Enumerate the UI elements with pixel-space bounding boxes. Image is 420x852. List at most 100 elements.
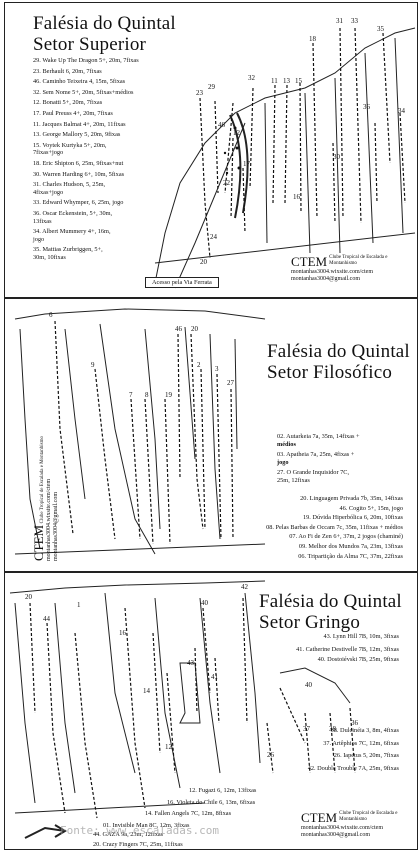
route-item: jogo xyxy=(33,235,45,243)
route-line-29 xyxy=(214,100,219,194)
route-label: 13 xyxy=(283,77,290,85)
route-label: 20 xyxy=(191,325,198,333)
route-line-2 xyxy=(200,368,206,530)
route-label: 27 xyxy=(227,379,234,387)
panel-setor-gringo: 20 44 1 16 40 42 43 41 14 12 40 26 37 38… xyxy=(4,572,418,850)
route-item: 32. Sem Nome 5+, 20m, 5fixas+médios xyxy=(33,88,134,96)
route-label: 14 xyxy=(143,687,150,695)
route-list-gringo-top: 43. Lynn Hill 7B, 10m, 3fixas 41. Cather… xyxy=(296,633,399,664)
route-item: 42. Double Trouble 7A, 25m, 9fixas xyxy=(307,764,399,772)
route-line-1 xyxy=(74,632,98,819)
route-label: 32 xyxy=(248,74,255,82)
route-item: 09. Melhor dos Mundos 7a, 23m, 13fixas xyxy=(298,542,403,550)
route-label: 46 xyxy=(218,121,225,129)
crack-line xyxy=(174,122,246,289)
title-line-1: Falésia do Quintal xyxy=(267,341,410,362)
route-line-15 xyxy=(299,82,302,214)
route-item: 34. Albert Mummery 4+, 16m, xyxy=(33,228,111,236)
route-item: 25m, 12fixas xyxy=(277,476,310,484)
route-label: 40 xyxy=(201,599,208,607)
route-label: 18 xyxy=(309,35,316,43)
route-label: 34 xyxy=(398,107,405,115)
route-label: 41 xyxy=(211,673,218,681)
route-item: 31. Charles Hudson, 5, 25m, xyxy=(33,181,106,189)
route-line-22 xyxy=(224,102,234,194)
route-label: 16 xyxy=(119,629,126,637)
route-label: 24 xyxy=(210,233,217,241)
route-line-27 xyxy=(230,388,234,540)
ctem-logo: CTEM xyxy=(31,524,46,561)
route-item: 12. Bonatti 5+, 20m, 7fixas xyxy=(33,99,103,107)
route-item: 15. Voytek Kurtyka 5+, 20m, xyxy=(33,141,107,149)
route-label: 9 xyxy=(91,361,95,369)
route-list-superior: 29. Wake Up The Dragon 5+, 20m, 7fixas 2… xyxy=(33,57,139,261)
route-line-9 xyxy=(94,368,116,540)
route-label: 29 xyxy=(208,83,215,91)
club-website: montanhas3004.wixsite.com/ctem xyxy=(46,479,52,561)
route-label: 15 xyxy=(295,77,302,85)
route-item: 14. Fallen Angels 7C, 12m, 8fixas xyxy=(145,810,232,818)
route-line-7 xyxy=(130,398,141,540)
route-item: 06. Tripartição da Alma 7C, 37m, 22fixas xyxy=(298,552,403,560)
club-email: montanhas3004@gmail.com xyxy=(301,832,371,838)
route-item: 19. Dúvida Hiperbólica 6, 20m, 10fixas xyxy=(302,514,403,522)
route-label: 1 xyxy=(77,601,81,609)
panel-setor-superior: Falésia do Quintal Setor Superior 29. Wa… xyxy=(4,2,418,298)
route-label: 36 xyxy=(351,719,358,727)
page-title-filosofico: Falésia do Quintal Setor Filosófico xyxy=(267,341,410,383)
title-line-2: Setor Filosófico xyxy=(267,362,393,383)
route-item: 29. Wake Up The Dragon 5+, 20m, 7fixas xyxy=(33,57,139,64)
club-website: montanhas3004.wixsite.com/ctem xyxy=(301,825,383,831)
route-label: 46 xyxy=(175,325,182,333)
topo-drawing-filosofico xyxy=(14,308,266,555)
access-label: Acesso pela Via Ferrata xyxy=(145,277,219,288)
route-item: 11. Jacques Balmat 4+, 20m, 11fixas xyxy=(33,120,126,128)
title-line-2: Setor Gringo xyxy=(259,612,361,633)
route-line-40 xyxy=(202,607,211,694)
route-item: 44. GAZA 9a, 23m, 12fixas xyxy=(93,831,164,839)
route-line-20 xyxy=(29,602,36,714)
route-item: 18. Eric Shipton 6, 25m, 9fixas+nut xyxy=(33,159,124,167)
route-label: 33 xyxy=(351,17,358,25)
flake-outline xyxy=(236,112,249,214)
route-line-26 xyxy=(266,722,274,774)
route-label: 42 xyxy=(241,583,248,591)
route-item: 27. O Grande Inquisidor 7C, xyxy=(277,469,350,477)
route-label: 11 xyxy=(271,77,278,85)
route-label: 43 xyxy=(187,659,194,667)
route-label: 23 xyxy=(196,89,203,97)
title-line-2: Setor Superior xyxy=(33,34,147,55)
route-item: jogo xyxy=(277,458,289,466)
route-line-8 xyxy=(144,398,154,545)
page-title-gringo: Falésia do Quintal Setor Gringo xyxy=(259,591,402,633)
route-item: 46. Cogito 5+, 15m, jogo xyxy=(339,504,403,512)
route-label: 7 xyxy=(129,391,133,399)
club-email: montanhas3004@gmail.com xyxy=(53,491,59,561)
route-label: 31 xyxy=(336,17,343,25)
route-line-13 xyxy=(284,84,288,204)
club-email: montanhas3004@gmail.com xyxy=(291,276,361,282)
route-list-gringo-bottom: 12. Fugazi 6, 12m, 13fixas 16. Violeta d… xyxy=(93,787,256,849)
route-item: 40. Dostoiévski 7B, 25m, 9fixas xyxy=(317,656,399,664)
route-line-43 xyxy=(194,647,198,714)
route-label: 35 xyxy=(377,25,384,33)
route-label: 20 xyxy=(25,593,32,601)
route-line-36 xyxy=(349,707,356,774)
route-label: 40 xyxy=(305,681,312,689)
route-line-17 xyxy=(242,167,246,234)
route-line-6 xyxy=(54,320,74,535)
route-item: 26. Iapetus 5, 20m, 7fixas xyxy=(333,752,399,760)
route-list-filosofico-bottom: 20. Linguagem Privada 7b, 35m, 14fixas 4… xyxy=(266,495,403,560)
route-line-12 xyxy=(230,137,234,219)
route-label: 6 xyxy=(49,311,53,319)
club-name: Clube Tropical de Escalada e Montanhismo xyxy=(329,255,388,266)
route-item: 02. Autarkeia 7a, 35m, 14fixas + xyxy=(277,433,360,440)
route-list-gringo-mid: 38. Dulcinéia 3, 8m, 4fixas 37. Artêphio… xyxy=(308,727,399,772)
route-item: 20. Crazy Fingers 7C, 25m, 11fixas xyxy=(93,840,183,848)
route-label: 22 xyxy=(223,179,230,187)
club-name: Clube Tropical de Escalada e Montanhismo xyxy=(40,436,45,524)
route-line-31 xyxy=(339,27,344,219)
route-line-32 xyxy=(249,87,254,189)
